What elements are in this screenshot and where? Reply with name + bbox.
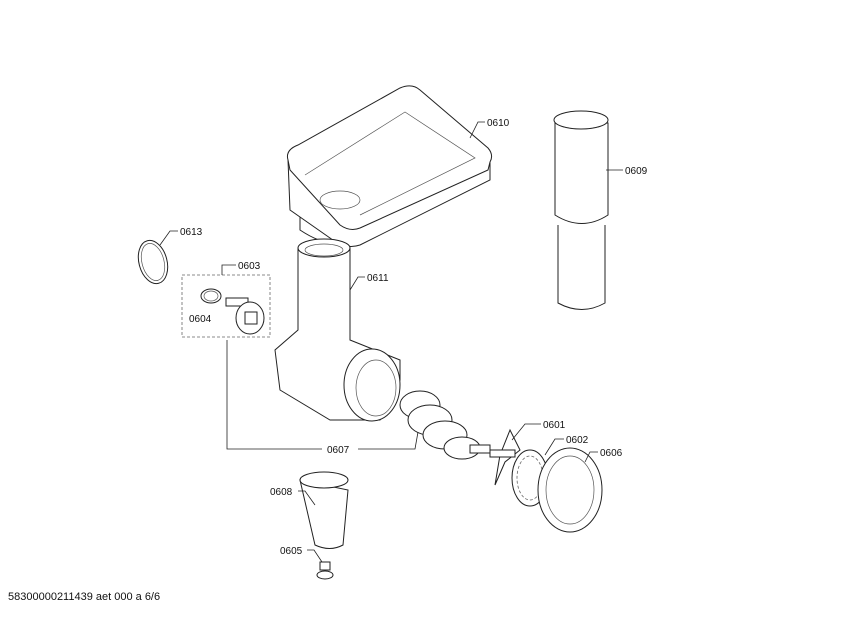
label-0604: 0604 [189,314,212,325]
label-0606: 0606 [600,448,623,459]
label-0611: 0611 [367,273,389,284]
part-funnel-0608[interactable] [299,471,349,549]
part-pusher-0609[interactable] [553,110,609,310]
part-ringnut-0606[interactable] [537,447,603,533]
part-knob-0605[interactable] [316,561,334,580]
part-oring-0604[interactable] [200,288,222,304]
label-0601: 0601 [543,420,566,431]
label-0607: 0607 [327,445,350,456]
part-housing-0611[interactable] [274,238,401,422]
part-worm-screw[interactable] [399,390,491,460]
part-ring-0613[interactable] [134,237,172,287]
part-knife-0601[interactable] [489,428,521,486]
label-0603: 0603 [238,261,261,272]
label-0608: 0608 [270,487,293,498]
part-tray-0610[interactable] [287,85,493,247]
document-footer: 58300000211439 aet 000 a 6/6 [8,591,161,603]
part-coupling-0603[interactable] [225,297,265,335]
label-0605: 0605 [280,546,303,557]
label-0609: 0609 [625,166,648,177]
label-0613: 0613 [180,227,203,238]
label-0610: 0610 [487,118,510,129]
label-0602: 0602 [566,435,589,446]
